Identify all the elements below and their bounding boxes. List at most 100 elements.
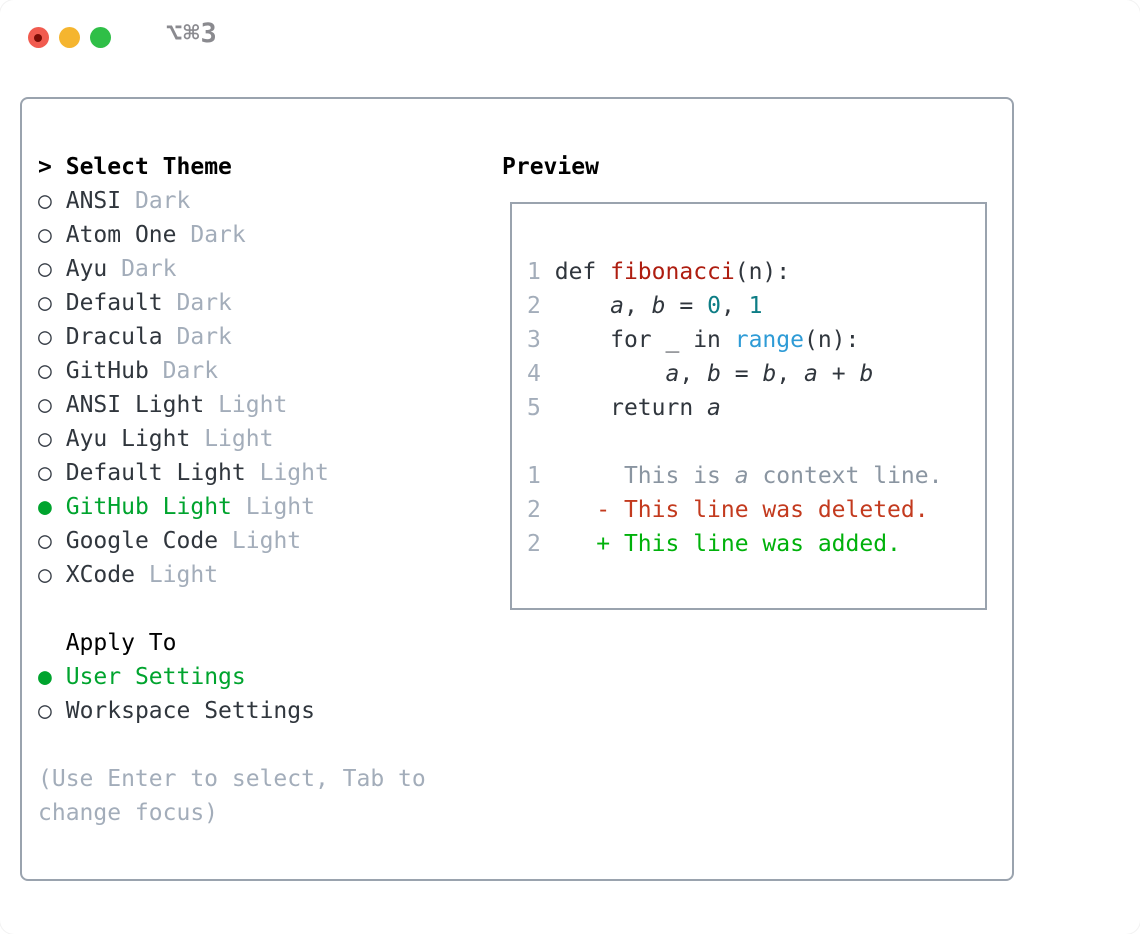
line-number: 4 bbox=[527, 361, 541, 387]
radio-unselected-icon: ○ bbox=[38, 392, 52, 418]
spacer bbox=[38, 728, 426, 762]
theme-variant-tag: Light bbox=[204, 426, 274, 452]
minimize-button[interactable] bbox=[59, 27, 80, 48]
code-line bbox=[527, 425, 942, 459]
radio-unselected-icon: ○ bbox=[38, 460, 52, 486]
code-segment-code: def bbox=[554, 259, 611, 285]
theme-option-default[interactable]: ○ Default Dark bbox=[38, 286, 426, 320]
theme-name: ANSI Light bbox=[65, 392, 205, 418]
code-segment-context: This is bbox=[554, 463, 735, 489]
theme-option-ayu-light[interactable]: ○ Ayu Light Light bbox=[38, 422, 426, 456]
code-segment-function: fibonacci bbox=[610, 259, 735, 285]
theme-name: ANSI bbox=[65, 188, 122, 214]
radio-unselected-icon: ○ bbox=[38, 324, 52, 350]
code-segment-code: , bbox=[623, 293, 652, 319]
code-line: 2 - This line was deleted. bbox=[527, 493, 942, 527]
theme-name: Google Code bbox=[65, 528, 219, 554]
code-segment-code bbox=[555, 361, 666, 387]
select-theme-label: Select Theme bbox=[65, 154, 232, 180]
code-segment-code: for _ in bbox=[554, 327, 735, 353]
preview-header: Preview bbox=[502, 154, 599, 180]
theme-variant-tag: Light bbox=[259, 460, 329, 486]
code-segment-code: (n): bbox=[803, 327, 860, 353]
code-line: 1 def fibonacci(n): bbox=[527, 255, 942, 289]
theme-name: Dracula bbox=[65, 324, 163, 350]
code-segment-number: 0 bbox=[707, 293, 721, 319]
theme-variant-tag: Light bbox=[218, 392, 288, 418]
theme-option-github-light[interactable]: ● GitHub Light Light bbox=[38, 490, 426, 524]
theme-name: Atom One bbox=[65, 222, 177, 248]
theme-option-ansi-light[interactable]: ○ ANSI Light Light bbox=[38, 388, 426, 422]
theme-variant-tag: Dark bbox=[121, 256, 177, 282]
focus-caret-icon: > bbox=[38, 154, 52, 180]
radio-unselected-icon: ○ bbox=[38, 426, 52, 452]
radio-unselected-icon: ○ bbox=[38, 528, 52, 554]
theme-variant-tag: Dark bbox=[176, 324, 232, 350]
radio-unselected-icon: ○ bbox=[38, 290, 52, 316]
theme-name: Ayu bbox=[65, 256, 108, 282]
apply-option-user-settings[interactable]: ● User Settings bbox=[38, 660, 426, 694]
theme-option-google-code[interactable]: ○ Google Code Light bbox=[38, 524, 426, 558]
theme-list: ○ ANSI Dark○ Atom One Dark○ Ayu Dark○ De… bbox=[38, 184, 426, 592]
code-line: 2 a, b = 0, 1 bbox=[527, 289, 942, 323]
code-segment-code: + bbox=[817, 361, 860, 387]
theme-option-atom-one[interactable]: ○ Atom One Dark bbox=[38, 218, 426, 252]
close-dot-icon bbox=[34, 34, 42, 42]
line-number: 2 bbox=[527, 531, 541, 557]
theme-option-dracula[interactable]: ○ Dracula Dark bbox=[38, 320, 426, 354]
close-button[interactable] bbox=[28, 27, 49, 48]
select-theme-header: > Select Theme bbox=[38, 150, 426, 184]
code-segment-variable: b bbox=[651, 293, 666, 319]
code-segment-variable: b bbox=[859, 361, 874, 387]
line-number: 2 bbox=[527, 497, 541, 523]
theme-option-github[interactable]: ○ GitHub Dark bbox=[38, 354, 426, 388]
code-segment-variable: b bbox=[762, 361, 777, 387]
code-segment-variable: b bbox=[707, 361, 721, 387]
code-segment-added: + This line was added. bbox=[554, 531, 901, 557]
code-segment-number: 1 bbox=[748, 293, 763, 319]
spacer bbox=[38, 592, 426, 626]
code-segment-code: , bbox=[776, 361, 805, 387]
apply-to-list: ● User Settings○ Workspace Settings bbox=[38, 660, 426, 728]
code-line: 4 a, b = b, a + b bbox=[527, 357, 942, 391]
theme-option-ayu[interactable]: ○ Ayu Dark bbox=[38, 252, 426, 286]
code-segment-context-var: a bbox=[734, 463, 749, 489]
theme-variant-tag: Dark bbox=[176, 290, 232, 316]
theme-name: GitHub bbox=[65, 358, 149, 384]
radio-unselected-icon: ○ bbox=[38, 562, 52, 588]
apply-option-workspace-settings[interactable]: ○ Workspace Settings bbox=[38, 694, 426, 728]
apply-to-header: Apply To bbox=[38, 626, 426, 660]
code-line: 3 for _ in range(n): bbox=[527, 323, 942, 357]
radio-unselected-icon: ○ bbox=[38, 358, 52, 384]
code-segment-code: , bbox=[720, 293, 749, 319]
theme-picker-panel: > Select Theme ○ ANSI Dark○ Atom One Dar… bbox=[20, 97, 1014, 881]
theme-option-xcode[interactable]: ○ XCode Light bbox=[38, 558, 426, 592]
code-line: 1 This is a context line. bbox=[527, 459, 942, 493]
theme-variant-tag: Light bbox=[231, 528, 302, 554]
theme-variant-tag: Light bbox=[148, 562, 219, 588]
radio-selected-icon: ● bbox=[38, 664, 52, 690]
apply-option-label: User Settings bbox=[65, 664, 246, 690]
code-segment-code: = bbox=[665, 293, 708, 319]
code-segment-deleted: - This line was deleted. bbox=[554, 497, 929, 523]
theme-name: XCode bbox=[65, 562, 135, 588]
theme-name: Ayu Light bbox=[65, 426, 191, 452]
theme-name: GitHub Light bbox=[65, 494, 232, 520]
theme-variant-tag: Dark bbox=[190, 222, 246, 248]
title-bar: ⌥⌘3 bbox=[0, 0, 1140, 75]
code-segment-builtin: range bbox=[734, 327, 804, 353]
code-segment-code: (n): bbox=[734, 259, 791, 285]
line-number: 5 bbox=[527, 395, 541, 421]
theme-option-ansi[interactable]: ○ ANSI Dark bbox=[38, 184, 426, 218]
zoom-button[interactable] bbox=[90, 27, 111, 48]
line-number: 2 bbox=[527, 293, 541, 319]
radio-unselected-icon: ○ bbox=[38, 698, 52, 724]
theme-option-default-light[interactable]: ○ Default Light Light bbox=[38, 456, 426, 490]
theme-variant-tag: Dark bbox=[162, 358, 219, 384]
code-segment-code bbox=[555, 293, 610, 319]
line-number: 3 bbox=[527, 327, 541, 353]
radio-selected-icon: ● bbox=[38, 494, 52, 520]
